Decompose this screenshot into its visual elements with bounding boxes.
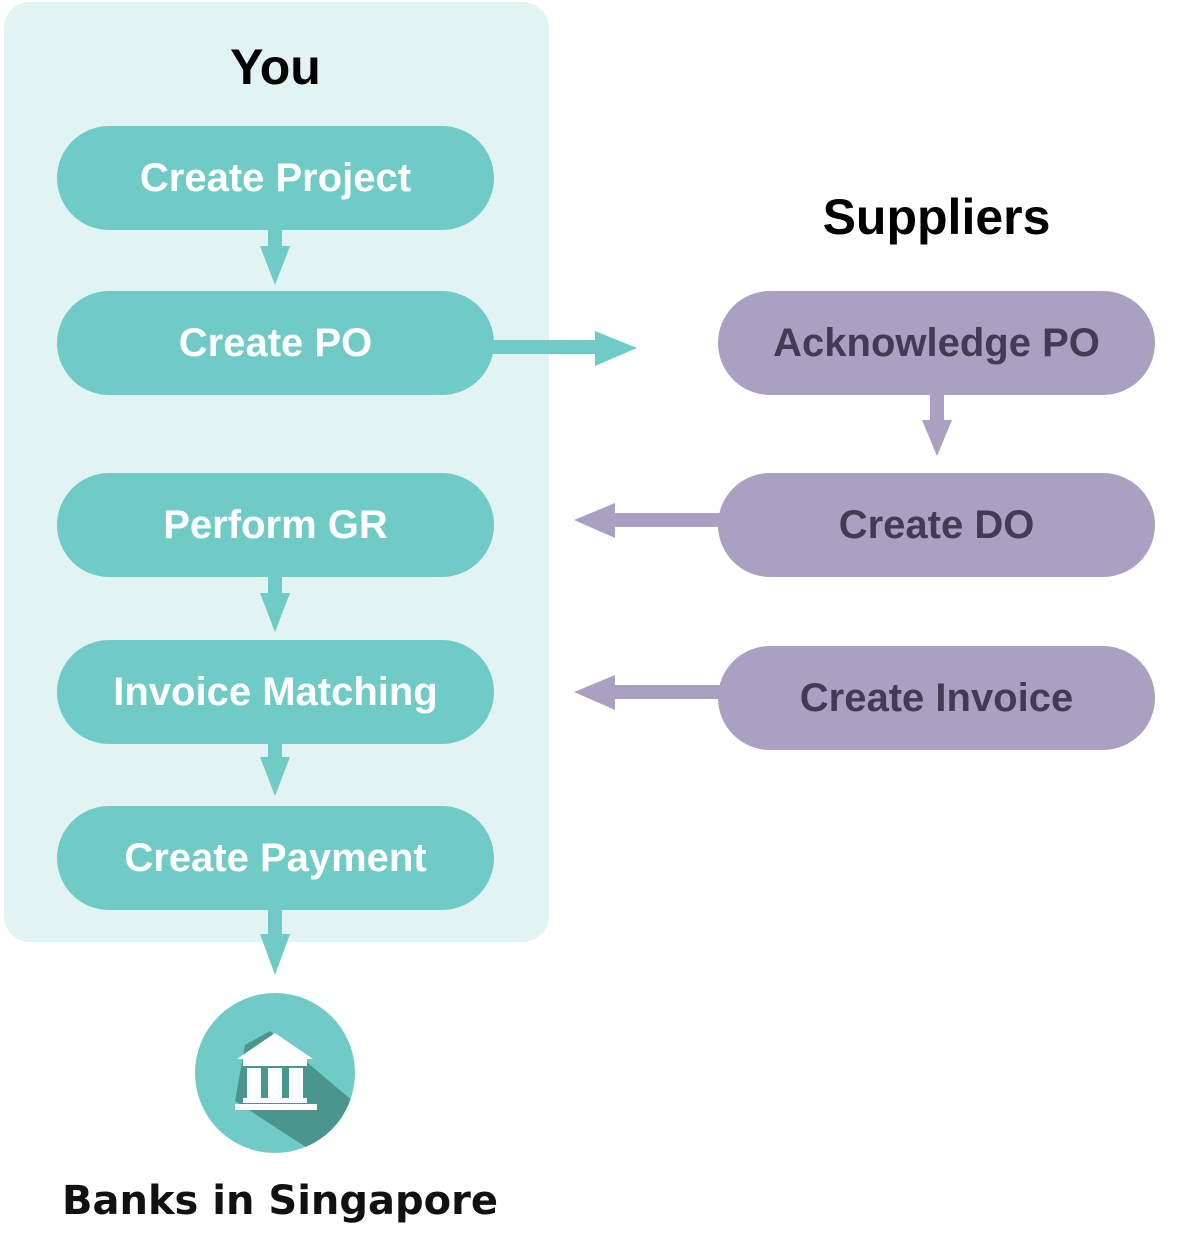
- arrow-do-to-gr: [574, 503, 720, 538]
- bank-endpoint: [195, 993, 355, 1153]
- step-create-po[interactable]: Create PO: [57, 291, 494, 395]
- step-create-payment[interactable]: Create Payment: [57, 806, 494, 910]
- step-create-project[interactable]: Create Project: [57, 126, 494, 230]
- arrow-acknowledge-to-do: [922, 394, 952, 456]
- bank-icon: [235, 1031, 355, 1153]
- step-acknowledge-po[interactable]: Acknowledge PO: [718, 291, 1155, 395]
- suppliers-lane-title: Suppliers: [822, 189, 1051, 245]
- step-perform-gr[interactable]: Perform GR: [57, 473, 494, 577]
- step-invoice-matching[interactable]: Invoice Matching: [57, 640, 494, 744]
- arrow-invoice-to-matching: [574, 675, 720, 710]
- you-lane-title: You: [230, 39, 321, 95]
- step-create-do[interactable]: Create DO: [718, 473, 1155, 577]
- step-create-invoice[interactable]: Create Invoice: [718, 646, 1155, 750]
- bank-label: Banks in Singapore: [62, 1178, 498, 1224]
